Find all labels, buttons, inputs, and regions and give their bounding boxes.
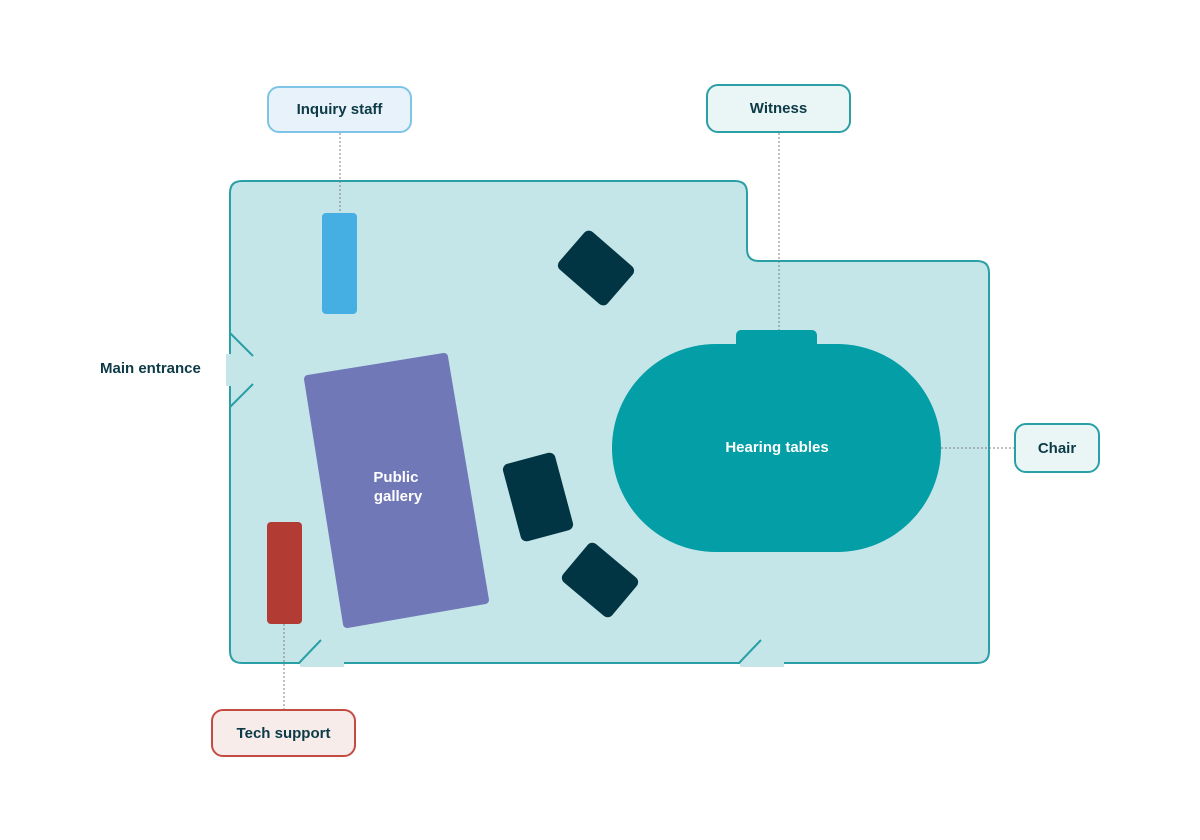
witness-label: Witness [706,84,851,133]
door-swing-upper [229,332,254,357]
inquiry-staff-desk [322,213,357,314]
desk-top [557,230,635,306]
bottom-door-gap-right [740,659,784,667]
public-gallery-label-line1: Public [373,469,418,486]
svg-text:Public gallery: Public gallery [373,469,422,505]
main-entrance-label: Main entrance [100,360,201,377]
desk-bottom [561,542,639,618]
chair-label: Chair [1014,423,1100,473]
door-swing-bottom-right [738,639,762,664]
tech-support-label: Tech support [211,709,356,757]
inquiry-staff-label: Inquiry staff [267,86,412,133]
public-gallery: Public gallery [304,353,489,628]
door-swing-lower [229,383,254,408]
desk-middle [502,452,574,542]
hearing-tables: Hearing tables [612,330,941,552]
tech-support-desk [267,522,302,624]
main-entrance-door-gap [226,354,234,386]
bottom-door-gap-left [300,659,344,667]
door-swing-bottom-left [298,639,322,664]
public-gallery-label-line2: gallery [374,488,423,505]
hearing-tables-label: Hearing tables [725,439,828,456]
